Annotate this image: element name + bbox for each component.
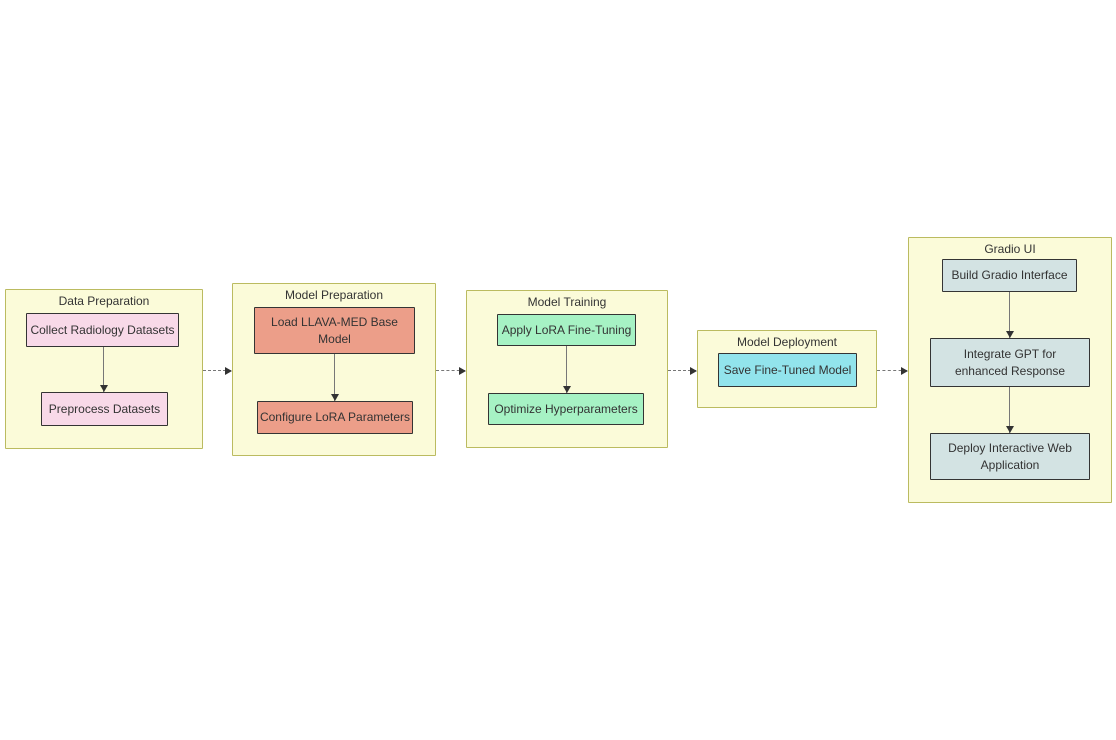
group-title: Model Preparation — [284, 288, 384, 302]
arrow-load-to-configure — [330, 354, 339, 401]
node-load-llava-med-base-model: Load LLAVA-MED Base Model — [254, 307, 415, 354]
arrow-model-preparation-to-model-training — [436, 366, 466, 375]
arrow-integrate-to-deploy — [1005, 387, 1014, 433]
arrow-collect-to-preprocess — [99, 347, 108, 392]
group-title: Model Training — [527, 295, 607, 309]
arrow-build-to-integrate — [1005, 292, 1014, 338]
arrow-data-preparation-to-model-preparation — [203, 366, 232, 375]
node-integrate-gpt-for-enhanced-response: Integrate GPT for enhanced Response — [930, 338, 1090, 387]
node-deploy-interactive-web-application: Deploy Interactive Web Application — [930, 433, 1090, 480]
node-configure-lora-parameters: Configure LoRA Parameters — [257, 401, 413, 434]
group-title: Model Deployment — [736, 335, 838, 349]
node-save-fine-tuned-model: Save Fine-Tuned Model — [718, 353, 857, 387]
arrow-apply-to-optimize — [562, 346, 571, 393]
group-title: Gradio UI — [984, 242, 1036, 256]
node-optimize-hyperparameters: Optimize Hyperparameters — [488, 393, 644, 425]
node-build-gradio-interface: Build Gradio Interface — [942, 259, 1077, 292]
group-title: Data Preparation — [58, 294, 150, 308]
node-apply-lora-fine-tuning: Apply LoRA Fine-Tuning — [497, 314, 636, 346]
node-collect-radiology-datasets: Collect Radiology Datasets — [26, 313, 179, 347]
arrow-model-training-to-model-deployment — [668, 366, 697, 375]
arrow-model-deployment-to-gradio-ui — [877, 366, 908, 375]
node-preprocess-datasets: Preprocess Datasets — [41, 392, 168, 426]
